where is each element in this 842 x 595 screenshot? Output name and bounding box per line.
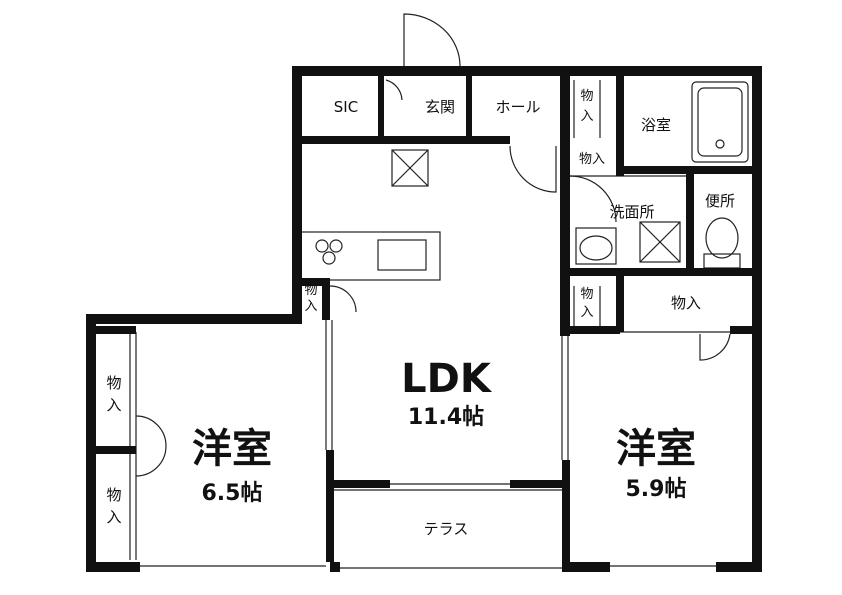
thin-lines [129,13,749,569]
storage-west-upper-bottom: 入 [106,396,121,414]
bath-label: 浴室 [641,116,671,134]
west-room-name: 洋室 [192,426,272,472]
storage-wash-small: 物入 [579,152,605,167]
walls [86,66,762,572]
storage-labels: 物 入 物入 物 入 物 入 物入 物 入 物 入 [106,89,701,526]
storage-east-horizontal: 物入 [671,294,701,312]
west-room-size: 6.5帖 [202,481,263,506]
washroom-label: 洗面所 [609,203,654,221]
room-labels: SIC 玄関 ホール 浴室 洗面所 便所 LDK 11.4帖 洋室 6.5帖 洋… [192,98,735,538]
entrance-door [403,13,461,67]
storage-west-lower-top: 物 [106,486,121,504]
ldk-name: LDK [401,356,493,402]
storage-ldk-top: 物 [580,287,593,302]
terrace-label: テラス [424,520,469,538]
storage-west-upper-top: 物 [106,374,121,392]
storage-kitchen-top: 物 [304,283,317,298]
east-room-name: 洋室 [616,426,696,472]
hall-label: ホール [495,98,540,116]
sic-door [385,79,403,101]
storage-hall-bottom: 入 [580,109,593,124]
east-room-size: 5.9帖 [626,477,687,502]
sic-label: SIC [334,98,358,116]
storage-west-lower-bottom: 入 [106,508,121,526]
storage-kitchen-bottom: 入 [304,299,317,314]
storage-hall-top: 物 [580,89,593,104]
storage-ldk-bottom: 入 [580,305,593,320]
genkan-label: 玄関 [425,98,455,116]
toilet-label: 便所 [705,192,735,210]
ldk-size: 11.4帖 [408,405,484,430]
ldk-door [509,145,557,193]
